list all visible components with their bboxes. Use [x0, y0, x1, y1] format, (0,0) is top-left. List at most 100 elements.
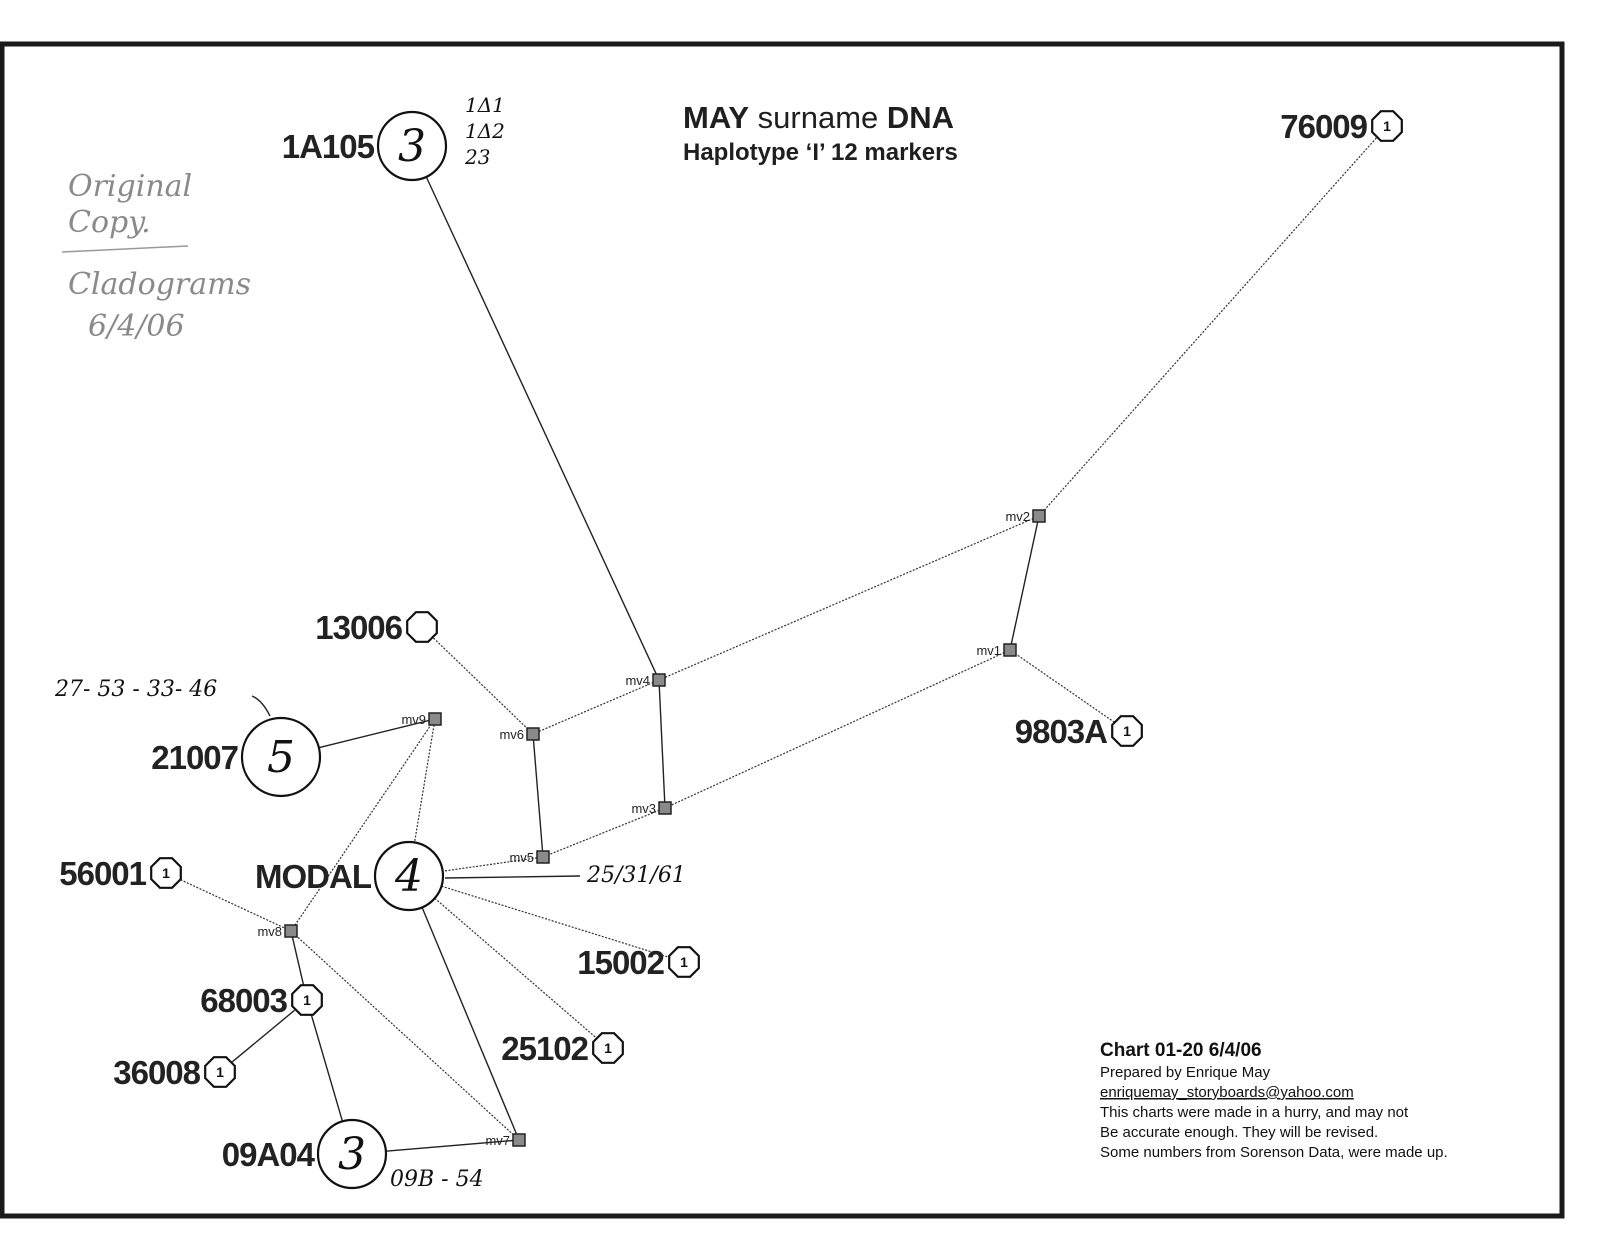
node-label-modal: MODAL [255, 858, 372, 895]
footer-note-2: Be accurate enough. They will be revised… [1100, 1124, 1378, 1141]
node-marker-56001 [150, 857, 182, 889]
pencil-note-original: Original [68, 169, 192, 204]
median-vector-marker-mv3 [658, 801, 672, 815]
node-label-25102: 25102 [501, 1030, 588, 1067]
node-count-56001: 1 [162, 865, 170, 881]
median-vector-label-mv7: mv7 [485, 1133, 510, 1148]
node-count-68003: 1 [303, 992, 311, 1008]
ink-annotations: 1Δ1 1Δ2 23 27- 53 - 33- 46 25/31/61 09B … [54, 93, 686, 1192]
edge-56001-mv8 [180, 879, 286, 930]
node-label-21007: 21007 [151, 739, 238, 776]
edge-68003-36008 [231, 1009, 296, 1063]
edge-mv1-mv3 [670, 651, 1005, 807]
median-vectors-layer: mv1 mv2 mv3 mv4 mv5 mv6 mv7 mv8 mv9 [257, 509, 1046, 1148]
edge-13006-mv6 [433, 637, 530, 731]
edge-mv2-mv4 [664, 517, 1034, 679]
node-modal: 4 MODAL [255, 840, 445, 912]
node-68003: 1 68003 [200, 982, 323, 1019]
median-vector-mv1: mv1 [976, 643, 1017, 658]
median-vector-mv6: mv6 [499, 727, 540, 742]
node-15002: 1 15002 [577, 944, 700, 981]
node-label-1a105: 1A105 [282, 128, 375, 165]
node-label-68003: 68003 [200, 982, 287, 1019]
edge-mv6-mv5 [532, 739, 544, 852]
node-label-76009: 76009 [1280, 108, 1367, 145]
footer-prepared-by: Prepared by Enrique May [1100, 1064, 1271, 1081]
node-count-15002: 1 [680, 954, 688, 970]
edge-mv4-mv6 [538, 681, 654, 733]
edge-mv9-mv8 [293, 723, 433, 927]
node-count-1a105: 3 [398, 121, 426, 172]
ink-note-1a105-line2: 1Δ2 [465, 119, 505, 143]
median-vector-mv8: mv8 [257, 924, 298, 939]
median-vector-label-mv9: mv9 [401, 712, 426, 727]
edge-mv9-modal [413, 724, 435, 843]
ink-note-21007: 27- 53 - 33- 46 [54, 677, 217, 702]
node-1a105: 3 1A105 [282, 110, 448, 182]
node-count-modal: 4 [394, 851, 423, 902]
edge-modal-25102 [434, 897, 597, 1038]
edge-09a04-mv7 [385, 1139, 514, 1152]
edge-76009-mv2 [1042, 137, 1377, 512]
node-label-56001: 56001 [59, 855, 146, 892]
node-count-76009: 1 [1383, 118, 1391, 134]
median-vector-label-mv1: mv1 [976, 643, 1001, 658]
median-vector-label-mv3: mv3 [631, 801, 656, 816]
median-vector-mv5: mv5 [509, 850, 550, 865]
node-25102: 1 25102 [501, 1030, 624, 1067]
median-vector-mv4: mv4 [625, 673, 666, 688]
ink-pointer-21007 [251, 695, 271, 717]
edges-layer [180, 137, 1377, 1152]
footer-email-link[interactable]: enriquemay_storyboards@yahoo.com [1100, 1084, 1354, 1101]
node-label-36008: 36008 [113, 1054, 200, 1091]
pencil-note-cladograms: Cladograms [68, 267, 251, 302]
chart-subtitle: Haplotype ‘I’ 12 markers [683, 139, 958, 166]
node-count-36008: 1 [216, 1064, 224, 1080]
edge-21007-mv9 [318, 719, 430, 749]
median-vector-marker-mv2 [1032, 509, 1046, 523]
node-count-9803a: 1 [1123, 723, 1131, 739]
node-marker-1a105 [376, 110, 448, 182]
node-marker-09a04 [316, 1118, 388, 1190]
node-13006: 13006 [315, 609, 438, 646]
median-vector-marker-mv8 [284, 924, 298, 938]
edge-1a105-mv4 [425, 176, 658, 675]
ink-note-1a105-line1: 1Δ1 [465, 93, 505, 117]
edge-mv8-mv7 [295, 934, 515, 1137]
median-vector-marker-mv9 [428, 712, 442, 726]
ink-note-modal: 25/31/61 [586, 863, 686, 888]
edge-modal-mv7 [421, 907, 518, 1135]
edge-mv1-9803a [1014, 652, 1115, 723]
node-marker-76009 [1371, 110, 1403, 142]
median-vector-label-mv2: mv2 [1005, 509, 1030, 524]
node-label-15002: 15002 [577, 944, 664, 981]
node-label-13006: 13006 [315, 609, 402, 646]
pencil-notes: Original Copy. Cladograms 6/4/06 [61, 169, 251, 344]
node-marker-68003 [291, 984, 323, 1016]
node-marker-36008 [204, 1056, 236, 1088]
node-marker-25102 [592, 1032, 624, 1064]
ink-note-09a04: 09B - 54 [390, 1167, 484, 1192]
footer-note-1: This charts were made in a hurry, and ma… [1100, 1104, 1409, 1121]
median-vector-mv9: mv9 [401, 712, 442, 727]
median-vector-marker-mv6 [526, 727, 540, 741]
median-vector-label-mv5: mv5 [509, 850, 534, 865]
edge-mv5-modal [442, 857, 538, 872]
edge-mv8-68003 [291, 936, 305, 985]
node-count-25102: 1 [604, 1040, 612, 1056]
median-vector-marker-mv7 [512, 1133, 526, 1147]
chart-title: MAY surname DNA [683, 100, 954, 135]
page-border [0, 41, 1565, 1219]
pencil-note-date: 6/4/06 [88, 309, 185, 344]
median-vector-marker-mv1 [1003, 643, 1017, 657]
ink-note-1a105-line3: 23 [464, 145, 490, 169]
median-vector-label-mv8: mv8 [257, 924, 282, 939]
node-marker-modal [373, 840, 445, 912]
median-vector-label-mv6: mv6 [499, 727, 524, 742]
median-vector-marker-mv5 [536, 850, 550, 864]
median-vector-mv2: mv2 [1005, 509, 1046, 524]
node-label-09a04: 09A04 [222, 1136, 316, 1173]
